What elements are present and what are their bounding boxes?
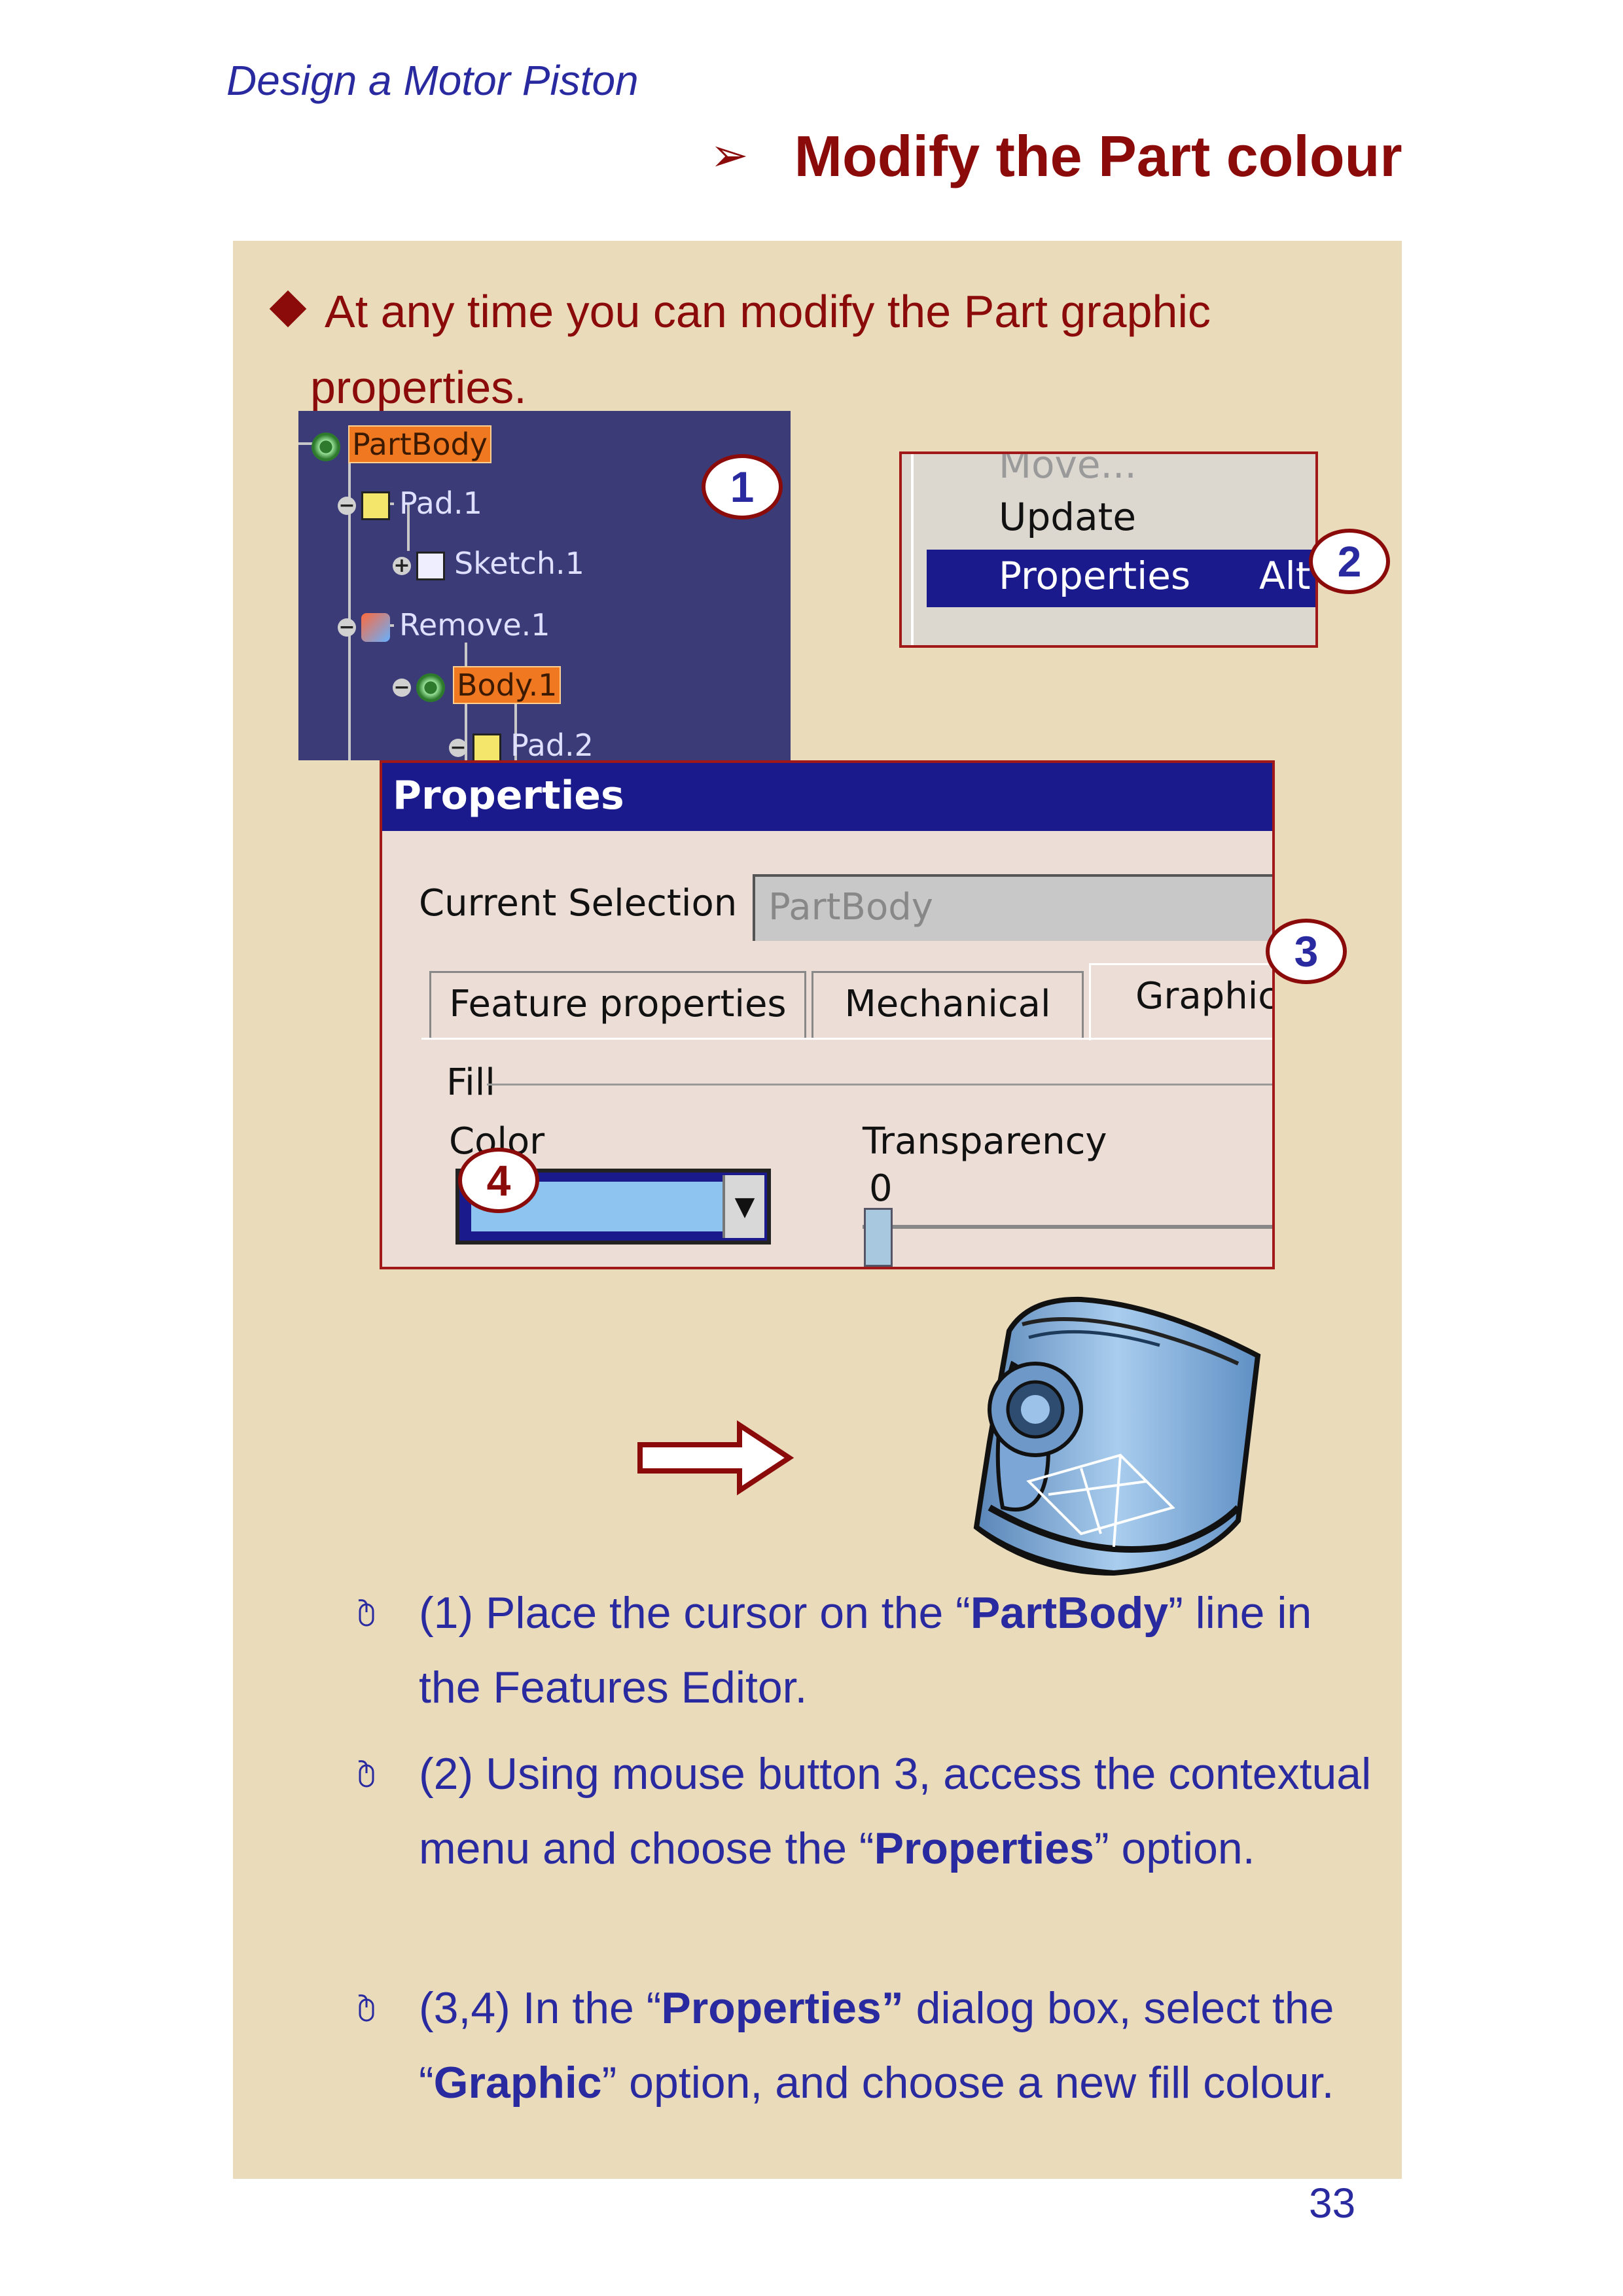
fill-group-line [487, 1084, 1272, 1086]
tree-item-partbody[interactable]: PartBody [312, 425, 491, 463]
remove-icon [361, 612, 390, 642]
mouse-icon [358, 1599, 374, 1627]
step-text: (1) Place the cursor on the “ [419, 1588, 971, 1638]
tab-feature-properties[interactable]: Feature properties [429, 971, 806, 1039]
callout-1: 1 [702, 454, 783, 520]
dialog-title-bar[interactable]: Properties [382, 763, 1272, 831]
menu-item-update[interactable]: Update [999, 495, 1137, 539]
transparency-slider-thumb[interactable] [864, 1208, 893, 1267]
fill-group-label: Fill [446, 1061, 495, 1104]
page-title-text: Modify the Part colour [794, 124, 1402, 188]
tree-label: PartBody [348, 425, 491, 463]
step-text: ” option, and choose a new fill colour. [601, 2058, 1334, 2108]
collapse-icon[interactable]: − [338, 493, 356, 517]
transparency-value: 0 [869, 1167, 893, 1210]
step-text: (2) Using mouse button 3, access the con… [419, 1749, 1372, 1873]
body-gear-icon [416, 673, 445, 702]
arrow-bullet-icon: ➢ [710, 130, 749, 181]
transparency-slider-track[interactable] [863, 1225, 1272, 1229]
tree-label: Pad.1 [399, 486, 482, 521]
sketch-icon [416, 551, 445, 580]
tree-label: Sketch.1 [454, 546, 584, 581]
mouse-icon [358, 1760, 374, 1788]
step-emphasis: PartBody [970, 1588, 1169, 1638]
context-menu: Move... Update Properties Alt [899, 451, 1318, 648]
tree-label: Pad.2 [510, 728, 594, 760]
collapse-icon[interactable]: − [449, 735, 467, 759]
step-1: (1) Place the cursor on the “PartBody” l… [353, 1576, 1374, 1725]
step-text: (3,4) In the “ [419, 1983, 662, 2033]
tree-item-body-1[interactable]: − Body.1 [393, 666, 562, 704]
intro-line-1: At any time you can modify the Part grap… [325, 286, 1211, 337]
menu-item-properties[interactable]: Properties [999, 554, 1191, 598]
expand-icon[interactable]: + [393, 554, 411, 577]
callout-4: 4 [458, 1148, 539, 1213]
tree-item-pad-2[interactable]: − Pad.2 [449, 728, 594, 760]
tree-item-sketch-1[interactable]: + Sketch.1 [393, 546, 584, 581]
mouse-icon [358, 1994, 374, 2022]
piston-illustration [973, 1296, 1261, 1576]
tree-item-remove-1[interactable]: − Remove.1 [338, 607, 550, 643]
features-tree: PartBody − Pad.1 + Sketch.1 − Remove.1 − Bod… [298, 411, 791, 760]
tab-graphic[interactable]: Graphic [1089, 963, 1272, 1040]
body-gear-icon [312, 432, 340, 461]
result-arrow-icon [637, 1420, 794, 1496]
menu-shortcut: Alt [1259, 554, 1311, 598]
pad-icon [473, 733, 501, 760]
callout-2: 2 [1309, 529, 1390, 594]
pad-icon [361, 491, 390, 520]
step-3: (3,4) In the “Properties” dialog box, se… [353, 1971, 1374, 2120]
tab-mechanical[interactable]: Mechanical [812, 971, 1084, 1039]
intro-line-2: properties. [310, 362, 527, 413]
step-text: ” option. [1094, 1824, 1255, 1873]
intro-text: At any time you can modify the Part grap… [268, 274, 1381, 425]
collapse-icon[interactable]: − [338, 615, 356, 639]
step-emphasis: Properties [874, 1824, 1094, 1873]
page-title: ➢ Modify the Part colour [710, 123, 1402, 190]
menu-selection-highlight [927, 550, 1315, 607]
page-number: 33 [1309, 2180, 1356, 2227]
tree-label: Body.1 [452, 666, 562, 704]
callout-3: 3 [1266, 919, 1347, 984]
step-emphasis: Graphic [433, 2058, 602, 2108]
tree-item-pad-1[interactable]: − Pad.1 [338, 486, 482, 521]
current-selection-field: PartBody [753, 874, 1272, 941]
step-2: (2) Using mouse button 3, access the con… [353, 1737, 1374, 1886]
running-header: Design a Motor Piston [226, 57, 639, 104]
menu-item-move[interactable]: Move... [999, 451, 1137, 487]
step-text: dialog box, select the “ [419, 1983, 1334, 2108]
step-emphasis: Properties” [661, 1983, 904, 2033]
tree-label: Remove.1 [399, 607, 550, 643]
diamond-bullet-icon [269, 290, 307, 328]
transparency-label: Transparency [863, 1120, 1107, 1163]
dropdown-arrow-icon[interactable]: ▼ [722, 1175, 764, 1238]
current-selection-label: Current Selection : [419, 882, 761, 925]
step-text: ” line in the Features Editor. [419, 1588, 1312, 1712]
collapse-icon[interactable]: − [393, 675, 411, 699]
